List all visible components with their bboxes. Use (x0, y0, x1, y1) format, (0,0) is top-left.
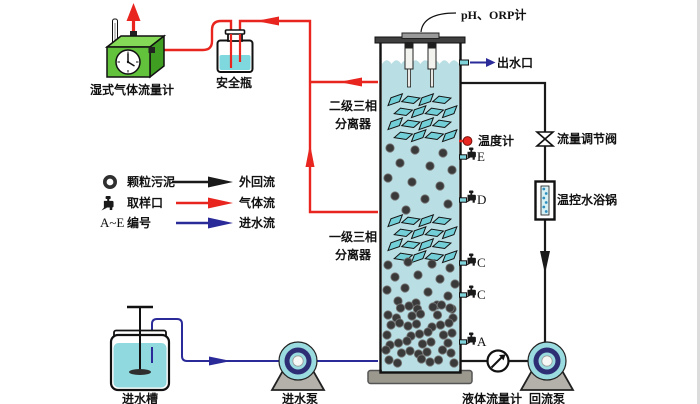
feed-pump-label: 进水泵 (282, 392, 319, 404)
separator2-label: 二级三相 分离器 (328, 99, 377, 131)
feed-tank (109, 305, 171, 392)
port-label-c1: C (477, 255, 486, 270)
thermometer-label: 温度计 (478, 134, 515, 148)
temperature-probe (459, 136, 473, 146)
inflow-arrowhead (209, 356, 231, 366)
port-label-c2: C (477, 287, 486, 302)
second-stage-separator-plates (387, 93, 458, 143)
safety-bottle (216, 29, 254, 73)
water-outlet-label: 出水口 (497, 56, 534, 70)
sampling-port-icon (101, 196, 114, 211)
stirrer (127, 305, 153, 375)
outlet-arrowhead (486, 58, 496, 67)
ph-orp-label: pH、ORP计 (461, 8, 527, 22)
liquid-flow-meter-label: 液体流量计 (462, 392, 523, 404)
safety-bottle-label: 安全瓶 (216, 76, 253, 90)
legend-symbol-a-to-e: A~E (100, 215, 125, 230)
gas-flow-arrowheads (256, 16, 362, 167)
water-outlet (459, 58, 496, 67)
water-bath-label: 温控水浴锅 (557, 193, 618, 207)
reflux-lines (461, 81, 547, 363)
granular-sludge-icon (103, 175, 118, 190)
gas-exhaust-arrow (126, 3, 141, 21)
legend-item-numbering: 编号 (127, 216, 152, 230)
first-stage-separator-plates (387, 214, 458, 264)
reactor-column (367, 12, 473, 385)
image-right-edge (697, 0, 700, 404)
external-reflux-arrow (208, 176, 233, 188)
legend-item-sampling-port: 取样口 (127, 196, 164, 210)
separator1-label: 一级三相 分离器 (328, 230, 377, 262)
feed-pump-icon (270, 341, 326, 391)
sludge-particles (381, 143, 460, 368)
legend-symbols (101, 175, 233, 229)
wet-gas-flow-meter-label: 湿式气体流量计 (90, 83, 175, 97)
feed-tank-label: 进水槽 (122, 392, 159, 404)
flow-control-valve-icon (534, 131, 556, 147)
port-label-d: D (477, 192, 487, 207)
port-label-a: A (477, 334, 487, 349)
inflow-arrow (208, 217, 233, 229)
reflux-pump-icon (519, 341, 575, 391)
ph-orp-probes (404, 42, 437, 88)
legend-flow-external-reflux: 外回流 (239, 175, 276, 189)
legend-flow-inflow: 进水流 (239, 216, 276, 230)
wet-gas-flow-meter (104, 3, 167, 79)
probe-mount (401, 32, 440, 39)
gas-flow-arrow (208, 197, 233, 209)
inflow-lines (151, 318, 378, 363)
legend-item-sludge: 颗粒污泥 (127, 175, 176, 189)
reflux-pump-label: 回流泵 (529, 392, 566, 404)
legend-flow-gas: 气体流 (239, 196, 276, 210)
liquid-flow-meter-icon (486, 349, 510, 373)
sampling-ports (459, 147, 476, 346)
flow-control-valve-label: 流量调节阀 (557, 132, 618, 146)
reflux-down-arrow (540, 251, 550, 274)
ph-orp-pointer-line (420, 12, 457, 33)
water-bath-icon (534, 180, 556, 221)
port-label-e: E (477, 149, 485, 164)
